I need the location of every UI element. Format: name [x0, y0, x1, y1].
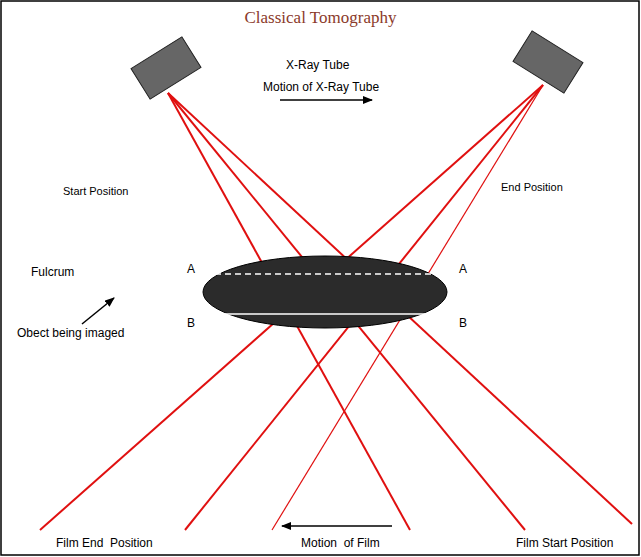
- film-motion-arrow: [282, 525, 392, 527]
- tube-motion-arrow: [280, 99, 372, 101]
- motion-label: Motion of Film: [300, 536, 381, 550]
- diagram-title: Classical Tomography: [0, 8, 641, 28]
- position-label: Start Position: [62, 184, 129, 198]
- plane-letter: A: [458, 262, 468, 276]
- plane-letter: A: [186, 262, 196, 276]
- plane-letter: B: [186, 316, 196, 330]
- xray-tube-start: [131, 37, 201, 99]
- part-label: X-Ray Tube: [285, 58, 350, 72]
- motion-label: Motion of X-Ray Tube: [262, 80, 380, 94]
- position-label: End Position: [500, 180, 564, 194]
- fulcrum-plane: [205, 273, 450, 275]
- object-label: Obect being imaged: [16, 326, 125, 340]
- fulcrum-label: Fulcrum: [30, 265, 75, 279]
- plane-b: [205, 313, 450, 315]
- xray-tube-end: [513, 31, 583, 93]
- xray-beams: [40, 85, 632, 530]
- object-ellipse: [203, 256, 447, 328]
- plane-letter: B: [458, 316, 468, 330]
- film-position-label: Film End Position: [55, 536, 154, 550]
- object-pointer: [82, 298, 114, 324]
- film-position-label: Film Start Position: [515, 536, 614, 550]
